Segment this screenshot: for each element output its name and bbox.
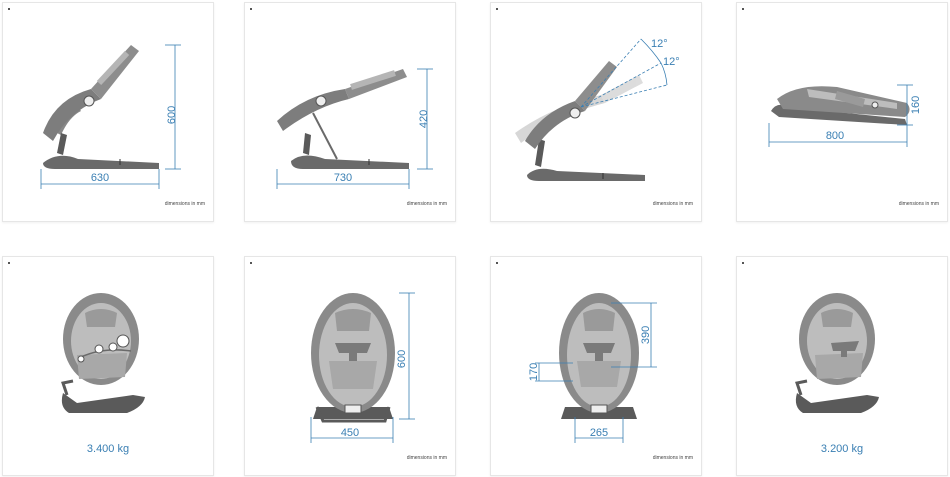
bouncer-front-diagram: 600 450 bbox=[310, 292, 415, 443]
width-label: 450 bbox=[341, 427, 359, 439]
upper-angle-arc bbox=[640, 38, 662, 64]
dimension-lines bbox=[535, 302, 657, 443]
card-front-dimensions: 600 450 dimensions in mm bbox=[244, 256, 456, 476]
bouncer-side-reclined-diagram: 420 730 bbox=[276, 68, 433, 189]
bouncer-illustration bbox=[525, 61, 645, 181]
width-label: 730 bbox=[334, 172, 352, 184]
dimension-lines bbox=[310, 292, 415, 443]
bouncer-rocking-diagram: 12° 12° bbox=[515, 38, 680, 181]
card-flat-recline: 160 800 dimensions in mm bbox=[736, 2, 948, 222]
dimension-lines bbox=[768, 84, 913, 147]
bouncer-illustration bbox=[61, 293, 145, 413]
corner-dot bbox=[742, 262, 744, 264]
bouncer-perspective-no-toybar bbox=[795, 293, 879, 413]
angle-lines bbox=[580, 38, 668, 108]
upper-height-label: 390 bbox=[640, 326, 652, 344]
bouncer-illustration bbox=[43, 45, 159, 169]
bouncer-side-diagram: 600 630 bbox=[40, 44, 181, 189]
bouncer-front-inner-diagram: 390 170 265 bbox=[528, 293, 657, 443]
dimensions-note: dimensions in mm bbox=[406, 201, 447, 207]
bouncer-illustration bbox=[559, 293, 639, 419]
corner-dot bbox=[250, 8, 252, 10]
corner-dot bbox=[742, 8, 744, 10]
height-label: 160 bbox=[910, 96, 922, 114]
card-front-inner-dimensions: 390 170 265 dimensions in mm bbox=[490, 256, 702, 476]
dimensions-note: dimensions in mm bbox=[406, 455, 447, 461]
corner-dot bbox=[8, 262, 10, 264]
dimensions-note: dimensions in mm bbox=[898, 201, 939, 207]
dimensions-note: dimensions in mm bbox=[164, 201, 205, 207]
corner-dot bbox=[496, 8, 498, 10]
corner-dot bbox=[250, 262, 252, 264]
width-label: 630 bbox=[91, 172, 109, 184]
lower-angle-label: 12° bbox=[663, 56, 680, 68]
card-rocking-angle: 12° 12° dimensions in mm bbox=[490, 2, 702, 222]
dimension-lines bbox=[276, 68, 433, 189]
seat-height-label: 170 bbox=[528, 363, 540, 381]
height-label: 600 bbox=[166, 106, 178, 124]
bouncer-illustration bbox=[795, 293, 879, 413]
dimension-lines bbox=[40, 44, 181, 189]
lower-angle-arc bbox=[660, 62, 668, 86]
corner-dot bbox=[8, 8, 10, 10]
dimensions-note: dimensions in mm bbox=[652, 201, 693, 207]
bouncer-illustration bbox=[771, 86, 910, 125]
weight-label: 3.200 kg bbox=[820, 443, 864, 455]
inner-width-label: 265 bbox=[590, 427, 608, 439]
width-label: 800 bbox=[826, 130, 844, 142]
height-label: 600 bbox=[396, 350, 408, 368]
card-side-upright: 600 630 dimensions in mm bbox=[2, 2, 214, 222]
card-weight-no-toybar: 3.200 kg bbox=[736, 256, 948, 476]
height-label: 420 bbox=[418, 110, 430, 128]
bouncer-perspective-toybar bbox=[61, 293, 145, 413]
card-weight-toybar: 3.400 kg bbox=[2, 256, 214, 476]
bouncer-flat-diagram: 160 800 bbox=[768, 84, 922, 147]
weight-label: 3.400 kg bbox=[86, 443, 130, 455]
card-side-reclined: 420 730 dimensions in mm bbox=[244, 2, 456, 222]
bouncer-illustration bbox=[277, 69, 409, 169]
corner-dot bbox=[496, 262, 498, 264]
dimensions-note: dimensions in mm bbox=[652, 455, 693, 461]
bouncer-illustration bbox=[311, 293, 395, 423]
upper-angle-label: 12° bbox=[651, 38, 668, 50]
